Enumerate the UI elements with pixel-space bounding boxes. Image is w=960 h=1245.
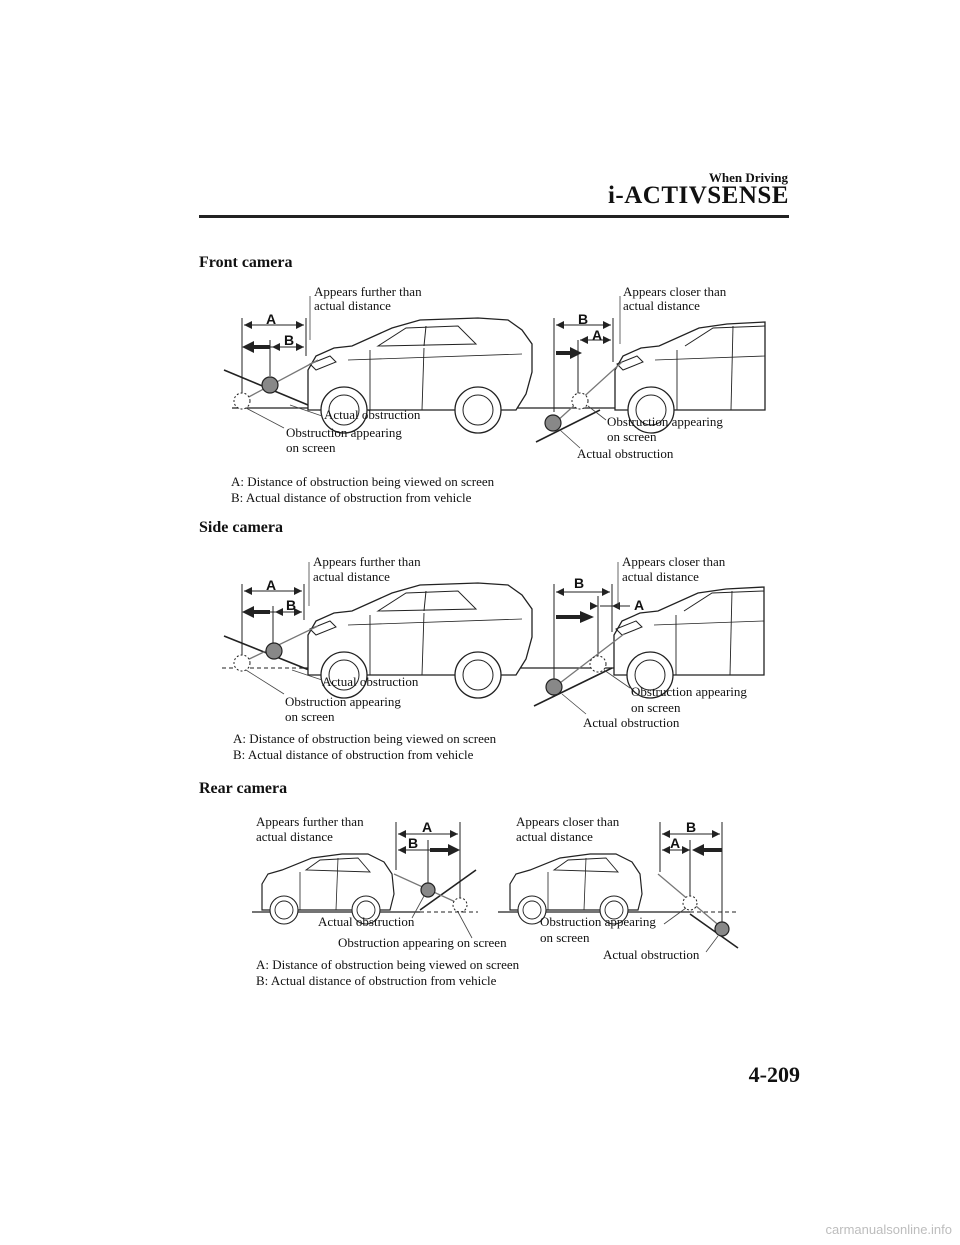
- actual-obstruction-label: Actual obstruction: [583, 715, 680, 730]
- obstruction-appearing-line1: Obstruction appearing: [540, 914, 656, 929]
- actual-obstruction-icon: [265, 642, 283, 660]
- on-screen-obstruction-icon: [233, 392, 251, 410]
- section-title-side: Side camera: [199, 519, 283, 536]
- label-b: B: [286, 597, 296, 613]
- obstruction-appearing-line2: on screen: [631, 700, 681, 715]
- legend-a: A: Distance of obstruction being viewed …: [256, 957, 520, 972]
- actual-obstruction-icon: [420, 882, 436, 898]
- front-left-diagram: A B Appears further than actual distance…: [223, 284, 533, 455]
- appears-closer-line1: Appears closer than: [622, 554, 726, 569]
- label-b: B: [408, 835, 418, 851]
- obstruction-appearing-line2: on screen: [607, 429, 657, 444]
- rear-right-diagram: B A Appears closer than actual distance …: [498, 814, 739, 962]
- actual-obstruction-label: Actual obstruction: [318, 914, 415, 929]
- header-rule: [199, 215, 789, 218]
- label-b: B: [578, 311, 588, 327]
- on-screen-obstruction-icon: [452, 897, 468, 913]
- side-left-diagram: A B Appears further than actual distance…: [222, 554, 764, 724]
- label-a: A: [266, 577, 276, 593]
- appears-further-line1: Appears further than: [314, 284, 422, 299]
- header-section: When Driving: [708, 170, 788, 185]
- obstruction-appearing-line2: on screen: [285, 709, 335, 724]
- on-screen-obstruction-icon: [589, 655, 607, 673]
- appears-further-line1: Appears further than: [313, 554, 421, 569]
- appears-closer-line2: actual distance: [622, 569, 699, 584]
- appears-closer-line2: actual distance: [516, 829, 593, 844]
- section-title-front: Front camera: [199, 254, 293, 271]
- on-screen-obstruction-icon: [571, 392, 589, 410]
- obstruction-appearing-one-line: Obstruction appearing on screen: [338, 935, 507, 950]
- appears-closer-line1: Appears closer than: [516, 814, 620, 829]
- legend-b: B: Actual distance of obstruction from v…: [256, 973, 497, 988]
- label-a: A: [592, 327, 602, 343]
- section-title-rear: Rear camera: [199, 780, 288, 797]
- appears-further-line2: actual distance: [256, 829, 333, 844]
- label-b: B: [574, 575, 584, 591]
- label-a: A: [634, 597, 644, 613]
- appears-further-line1: Appears further than: [256, 814, 364, 829]
- obstruction-appearing-line2: on screen: [540, 930, 590, 945]
- label-b: B: [686, 819, 696, 835]
- actual-obstruction-icon: [544, 414, 562, 432]
- watermark: carmanualsonline.info: [825, 1222, 952, 1237]
- appears-further-line2: actual distance: [313, 569, 390, 584]
- label-a: A: [266, 311, 276, 327]
- actual-obstruction-icon: [261, 376, 279, 394]
- appears-further-line2: actual distance: [314, 298, 391, 313]
- page-number: 4-209: [748, 1062, 800, 1087]
- label-a: A: [422, 819, 432, 835]
- obstruction-appearing-line2: on screen: [286, 440, 336, 455]
- label-a: A: [670, 835, 680, 851]
- front-right-diagram: B A Appears closer than actual distance …: [520, 284, 766, 461]
- appears-closer-line1: Appears closer than: [623, 284, 727, 299]
- legend-side: A: Distance of obstruction being viewed …: [233, 731, 496, 763]
- legend-b: B: Actual distance of obstruction from v…: [233, 747, 474, 762]
- actual-obstruction-label: Actual obstruction: [577, 446, 674, 461]
- obstruction-appearing-line1: Obstruction appearing: [286, 425, 402, 440]
- obstruction-appearing-line1: Obstruction appearing: [631, 684, 747, 699]
- obstruction-appearing-line1: Obstruction appearing: [607, 414, 723, 429]
- legend-b: B: Actual distance of obstruction from v…: [231, 490, 472, 505]
- on-screen-obstruction-icon: [682, 895, 698, 911]
- actual-obstruction-label: Actual obstruction: [324, 407, 421, 422]
- label-b: B: [284, 332, 294, 348]
- legend-front: A: Distance of obstruction being viewed …: [231, 474, 494, 506]
- obstruction-appearing-line1: Obstruction appearing: [285, 694, 401, 709]
- header-title: i-ACTIVSENSE: [607, 182, 789, 209]
- on-screen-obstruction-icon: [233, 654, 251, 672]
- legend-a: A: Distance of obstruction being viewed …: [233, 731, 497, 746]
- side-right-diagram: B A Appears closer than actual distance …: [533, 554, 765, 730]
- rear-left-diagram: A B Appears further than actual distance…: [252, 814, 507, 950]
- legend-rear: A: Distance of obstruction being viewed …: [256, 957, 519, 989]
- actual-obstruction-icon: [545, 678, 563, 696]
- appears-closer-line2: actual distance: [623, 298, 700, 313]
- actual-obstruction-label: Actual obstruction: [603, 947, 700, 962]
- actual-obstruction-label: Actual obstruction: [322, 674, 419, 689]
- actual-obstruction-icon: [714, 921, 730, 937]
- legend-a: A: Distance of obstruction being viewed …: [231, 474, 495, 489]
